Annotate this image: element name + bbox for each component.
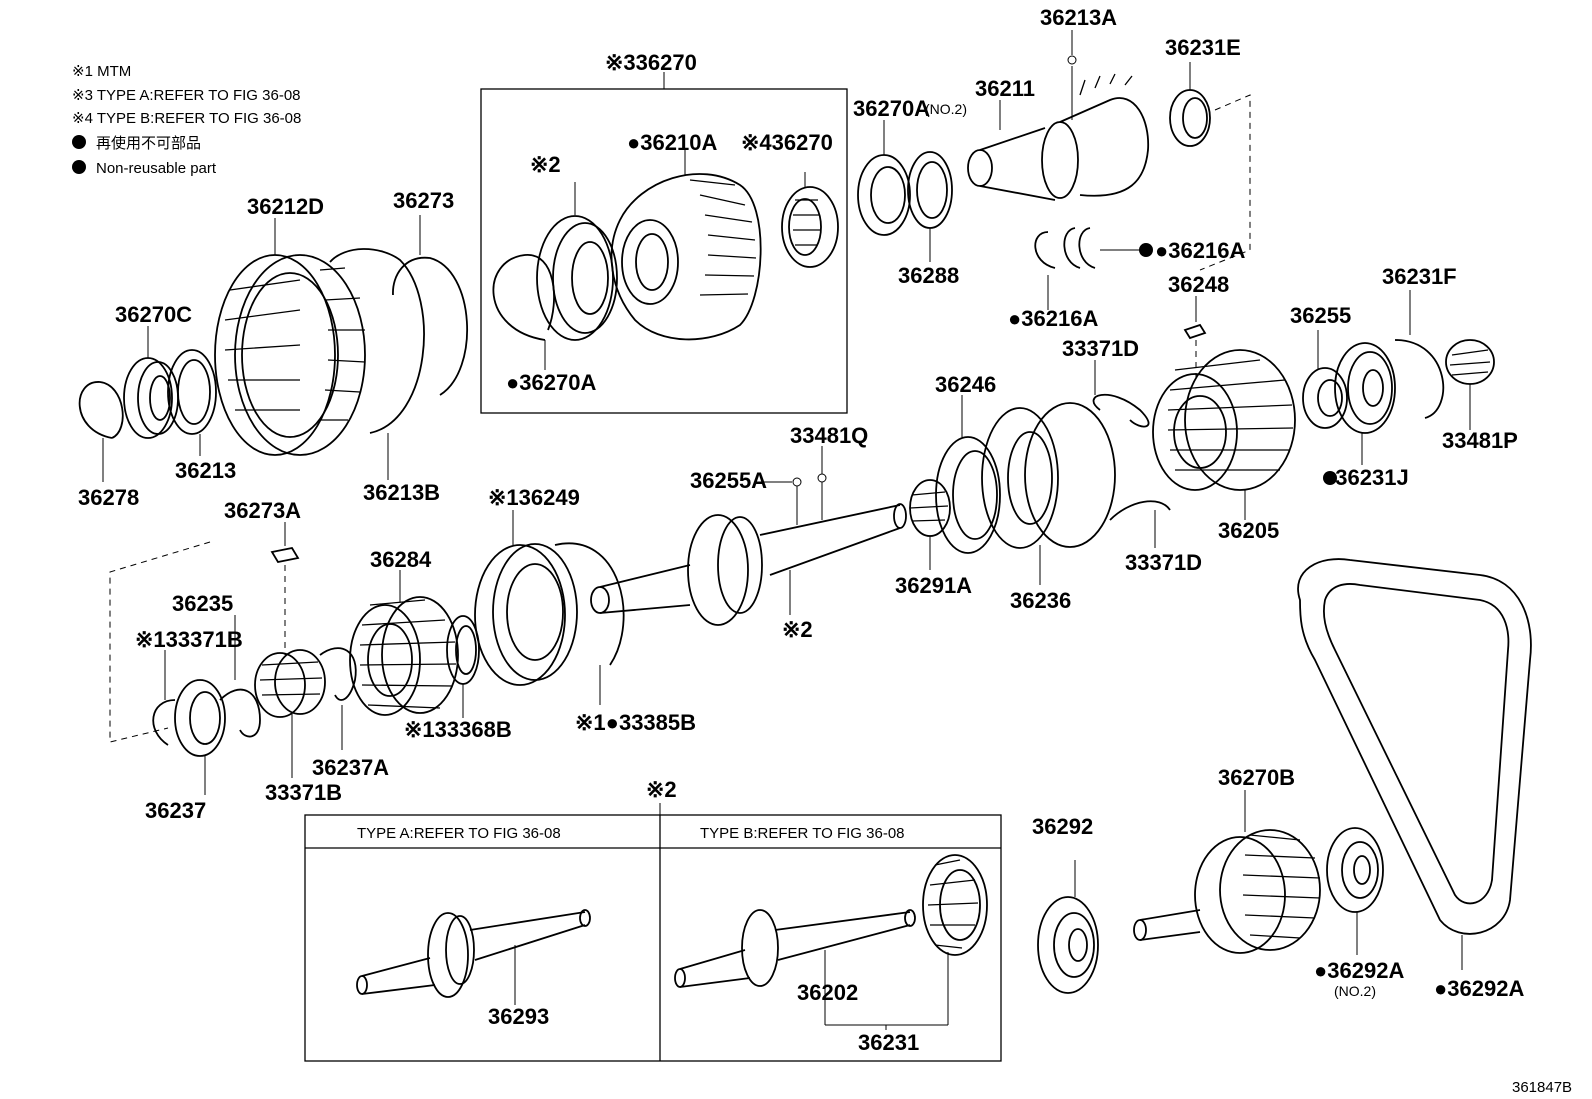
planetary-assembly-box: ※336270 ※2 ●36210A ※436270 ●36270A — [480, 50, 848, 414]
bullet-icon — [72, 160, 86, 174]
table-group-note: ※2 — [646, 777, 677, 802]
callout-36231: 36202 — [797, 980, 858, 1005]
callout-36270B: ※1●33385B — [575, 710, 696, 735]
legend-mark: ※1 — [72, 63, 93, 80]
callout-33481Q: 33481Q — [790, 423, 868, 448]
callout-36202-b: 36231 — [858, 1030, 919, 1055]
table-header-type-a: TYPE A:REFER TO FIG 36-08 — [357, 825, 561, 842]
callout-36270A-no2-note: (NO.2) — [925, 101, 967, 117]
legend-text: MTM — [97, 63, 131, 80]
callout-33371B-b: 36237A — [312, 755, 389, 780]
callout-36292A-no2: 36292 — [1032, 814, 1093, 839]
callout-36288: 36288 — [898, 263, 959, 288]
type-table: ※2 TYPE A:REFER TO FIG 36-08 TYPE B:REFE… — [304, 777, 1002, 1062]
callout-36235: 36284 — [370, 547, 432, 572]
callout-33368B: 36237 — [145, 798, 206, 823]
legend-text: TYPE A:REFER TO FIG 36-08 — [97, 87, 301, 104]
upper-right-parts: 36213A 36231E 36211 36270A (NO.2) 36288 … — [853, 5, 1251, 378]
callout-36292: 36270B — [1218, 765, 1295, 790]
callout-36270A-no1: ※436270 — [741, 130, 833, 155]
callout-36212D: ●36270A — [506, 370, 596, 395]
callout-36213A: 36213A — [1040, 5, 1117, 30]
svg-text:※3 TYPE A:REFER TO FIG 36-08: ※3 TYPE A:REFER TO FIG 36-08 — [72, 87, 301, 104]
legend-mark: ※3 — [72, 87, 93, 104]
callout-33371B-a: 36235 — [172, 591, 233, 616]
legend-text: TYPE B:REFER TO FIG 36-08 — [97, 110, 302, 127]
table-header-type-b: TYPE B:REFER TO FIG 36-08 — [700, 825, 905, 842]
callout-36273: 36212D — [247, 194, 324, 219]
lower-left-parts: 36273A ※136249 36284 36235 ※133371B 3623… — [109, 485, 696, 823]
callout-33371D-a: 33371D — [1062, 336, 1139, 361]
callout-36231E: 36231E — [1165, 35, 1241, 60]
input-shaft: 33481Q 36255A ※2 — [590, 423, 907, 642]
callout-36249: 36273A — [224, 498, 301, 523]
callout-36231J: ●36231J — [1322, 465, 1409, 490]
legend-text: 再使用不可部品 — [96, 135, 201, 152]
callout-36270-x3: ※336270 — [605, 50, 697, 75]
callout-36293: ●36292A — [1434, 976, 1524, 1001]
callout-36292A-no1: ●36292A — [1314, 958, 1404, 983]
callout-36255A: 36255A — [690, 468, 767, 493]
callout-36278: 36213 — [175, 458, 236, 483]
svg-text:※1 MTM: ※1 MTM — [72, 63, 131, 80]
callout-36211: 36211 — [975, 76, 1035, 101]
lower-right-parts: 36270B 36292 ●36292A (NO.2) ●36292A — [1032, 558, 1532, 1001]
callout-36202-a: 36293 — [488, 1004, 549, 1029]
callout-36273A: 36213B — [363, 480, 440, 505]
legend-mark: ※4 — [72, 110, 93, 127]
callout-36237A: ※133371B — [135, 627, 243, 652]
callout-36284: ※136249 — [488, 485, 580, 510]
callout-36270-x4: ●36210A — [627, 130, 717, 155]
callout-36216A-a: ●36216A — [1155, 238, 1245, 263]
callout-36213B: 36278 — [78, 485, 139, 510]
callout-33481P: 33481P — [1442, 428, 1518, 453]
callout-36255: 36255 — [1290, 303, 1351, 328]
svg-text:※4 TYPE B:REFER TO FIG 36-08: ※4 TYPE B:REFER TO FIG 36-08 — [72, 110, 301, 127]
callout-36270C: 36273 — [393, 188, 454, 213]
callout-36213: 36270C — [115, 302, 192, 327]
legend-text: Non-reusable part — [96, 160, 217, 177]
callout-33371D-b: 33371D — [1125, 550, 1202, 575]
callout-36231F: 36231F — [1382, 264, 1457, 289]
figure-number: 361847B — [1512, 1079, 1572, 1096]
bullet-icon — [72, 135, 86, 149]
callout-x2: ※2 — [782, 617, 813, 642]
callout-36246: 36246 — [935, 372, 996, 397]
callout-36292A-no1-note: (NO.2) — [1334, 983, 1376, 999]
legend: ※1 MTM ※3 TYPE A:REFER TO FIG 36-08 ※4 T… — [72, 63, 301, 177]
middle-right-parts: 36255 36231F 33371D 33481P ●36231J 36205… — [895, 264, 1518, 613]
callout-36210A: ※2 — [530, 152, 561, 177]
callout-36205: 36205 — [1218, 518, 1279, 543]
callout-36248: 36248 — [1168, 272, 1229, 297]
callout-36236: 36236 — [1010, 588, 1071, 613]
callout-36237: 33371B — [265, 780, 342, 805]
callout-36270A-no2: 36270A — [853, 96, 930, 121]
upper-left-parts: 36212D 36273 36270C 36213 36278 36213B — [78, 188, 468, 510]
callout-33385B: ※133368B — [404, 717, 512, 742]
callout-36216A-b: ●36216A — [1008, 306, 1098, 331]
callout-36291A: 36291A — [895, 573, 972, 598]
